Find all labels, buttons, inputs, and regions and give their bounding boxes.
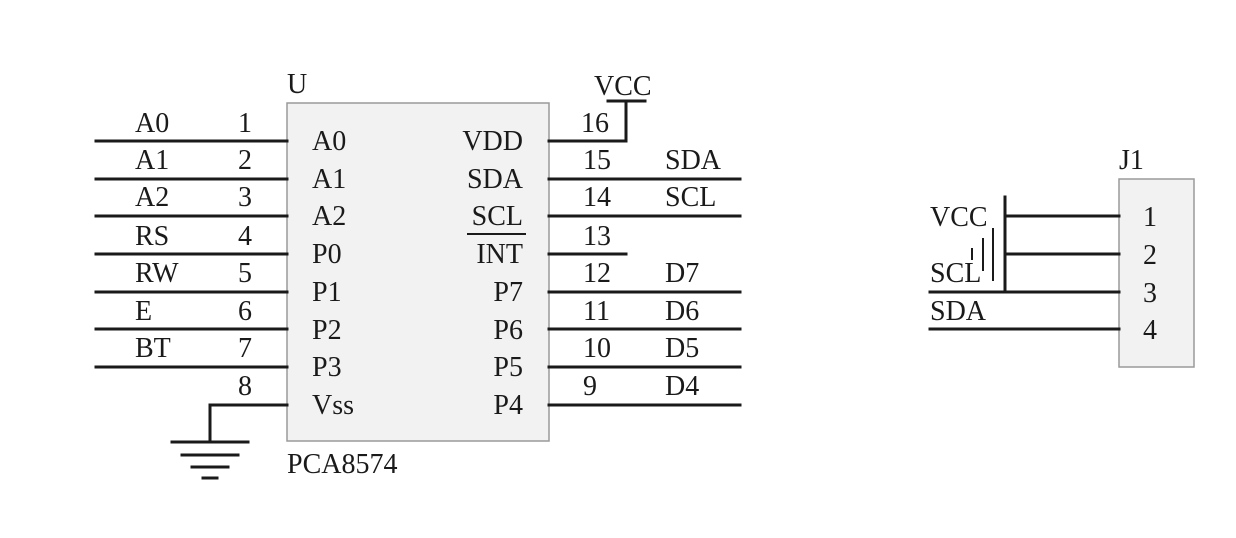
net-label: BT — [135, 333, 171, 364]
ground-marks-icon — [971, 228, 994, 281]
pin-number: 12 — [583, 258, 611, 289]
left-pin-8: 8 Vss — [208, 371, 354, 444]
pin-number: 1 — [238, 108, 252, 139]
pin-number: 11 — [583, 296, 610, 327]
left-pin-4: RS 4 P0 — [94, 221, 342, 270]
left-pin-7: BT 7 P3 — [94, 333, 342, 383]
pin-number: 4 — [1143, 315, 1157, 346]
net-label: SDA — [930, 296, 987, 327]
pin-name: P1 — [312, 277, 342, 308]
net-label: RS — [135, 221, 169, 252]
vcc-power-label: VCC — [594, 71, 652, 102]
pin-number: 13 — [583, 221, 611, 252]
pin-name: SDA — [467, 164, 524, 195]
pin-name: P5 — [493, 352, 523, 383]
net-label: SCL — [665, 182, 716, 213]
pin-name: P2 — [312, 315, 342, 346]
ground-icon — [170, 440, 250, 480]
right-pin-13: 13 INT — [467, 221, 628, 270]
net-label: D7 — [665, 258, 699, 289]
net-label: A1 — [135, 145, 169, 176]
net-label: VCC — [930, 202, 988, 233]
connector-pin-3: SCL 3 — [928, 258, 1157, 309]
pin-number: 2 — [238, 145, 252, 176]
pin-wire — [547, 101, 628, 143]
left-pin-5: RW 5 P1 — [94, 258, 342, 308]
pin-name: VDD — [462, 126, 523, 157]
pin-name: A2 — [312, 201, 346, 232]
net-label: SDA — [665, 145, 722, 176]
pin-number: 4 — [238, 221, 252, 252]
net-label: D4 — [665, 371, 699, 402]
pin-number: 8 — [238, 371, 252, 402]
right-pin-11: 11 P6 D6 — [493, 296, 742, 346]
right-pin-15: 15 SDA SDA — [467, 145, 742, 195]
pin-name: P3 — [312, 352, 342, 383]
net-label: RW — [135, 258, 179, 289]
left-pin-6: E 6 P2 — [94, 296, 342, 346]
left-pin-2: A1 2 A1 — [94, 145, 346, 195]
chip-designator: U — [287, 69, 307, 100]
pin-name: P0 — [312, 239, 342, 270]
connector-body — [1118, 178, 1195, 368]
pin-number: 1 — [1143, 202, 1157, 233]
pin-name: P7 — [493, 277, 523, 308]
pin-wire — [208, 403, 289, 444]
pin-number: 10 — [583, 333, 611, 364]
right-pin-16: VCC 16 VDD — [462, 71, 651, 157]
pin-number: 5 — [238, 258, 252, 289]
net-label: SCL — [930, 258, 981, 289]
net-label: E — [135, 296, 152, 327]
net-label: D5 — [665, 333, 699, 364]
pin-number: 3 — [1143, 278, 1157, 309]
pin-name: SCL — [472, 201, 523, 232]
pin-number: 6 — [238, 296, 252, 327]
pin-number: 16 — [581, 108, 609, 139]
pin-number: 15 — [583, 145, 611, 176]
connector-pin-2: 2 — [1003, 240, 1157, 271]
chip-u: U PCA8574 A0 1 A0 A1 2 A1 A2 3 A2 RS 4 P… — [94, 69, 742, 480]
right-pin-10: 10 P5 D5 — [493, 333, 742, 383]
pin-name: P6 — [493, 315, 523, 346]
right-pin-12: 12 P7 D7 — [493, 258, 742, 308]
left-pin-3: A2 3 A2 — [94, 182, 346, 232]
chip-part-number: PCA8574 — [287, 449, 397, 480]
pin-name: A0 — [312, 126, 346, 157]
pin-number: 14 — [583, 182, 611, 213]
connector-pin-4: SDA 4 — [928, 296, 1157, 346]
pin-number: 9 — [583, 371, 597, 402]
right-pin-9: 9 P4 D4 — [493, 371, 742, 421]
net-label: A0 — [135, 108, 169, 139]
pin-number: 2 — [1143, 240, 1157, 271]
chip-body — [286, 102, 550, 442]
connector-j1: J1 VCC 1 2 SCL 3 SDA 4 — [928, 145, 1195, 368]
pin-name: Vss — [312, 390, 354, 421]
pin-name: P4 — [493, 390, 523, 421]
connector-designator: J1 — [1119, 145, 1144, 176]
net-label: D6 — [665, 296, 699, 327]
right-pin-14: 14 SCL SCL — [472, 182, 742, 232]
pin-name: INT — [476, 239, 523, 270]
connector-pin-1: VCC 1 — [930, 202, 1157, 233]
left-pin-1: A0 1 A0 — [94, 108, 346, 157]
pin-number: 7 — [238, 333, 252, 364]
net-label: A2 — [135, 182, 169, 213]
pin-name: A1 — [312, 164, 346, 195]
pin-number: 3 — [238, 182, 252, 213]
